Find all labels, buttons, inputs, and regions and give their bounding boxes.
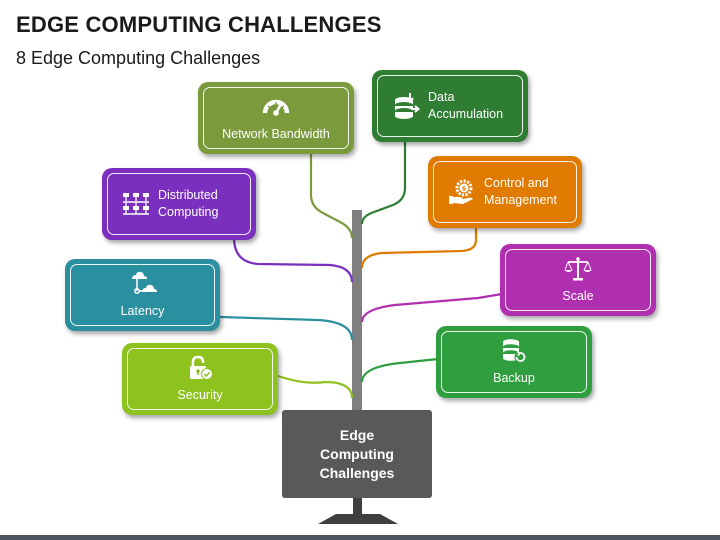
connector-distributed-computing bbox=[232, 237, 354, 283]
connector-security bbox=[277, 374, 354, 399]
card-network-bandwidth[interactable]: Network Bandwidth bbox=[198, 82, 354, 154]
card-label: Scale bbox=[562, 289, 594, 303]
card-label-line2: Accumulation bbox=[428, 107, 504, 121]
tree-stand-post bbox=[353, 497, 362, 517]
card-label-line1: Control and bbox=[484, 176, 549, 190]
connector-scale bbox=[360, 292, 503, 323]
network-servers-icon bbox=[123, 193, 149, 215]
connector-backup bbox=[360, 357, 439, 383]
center-label-line3: Challenges bbox=[319, 464, 395, 481]
card-latency[interactable]: Latency bbox=[65, 259, 220, 331]
tree-stand-base bbox=[318, 514, 398, 524]
card-label-line1: Data bbox=[428, 90, 455, 104]
connector-latency bbox=[219, 315, 354, 341]
database-upload-icon bbox=[395, 93, 420, 119]
card-label: Latency bbox=[120, 304, 165, 318]
connector-network-bandwidth bbox=[309, 154, 354, 239]
card-control-management[interactable]: $ Control and Management bbox=[428, 156, 582, 228]
card-label-line1: Distributed bbox=[158, 188, 218, 202]
center-box-edge-computing-challenges[interactable]: Edge Computing Challenges bbox=[282, 410, 432, 498]
card-label: Backup bbox=[493, 371, 535, 385]
card-label: Security bbox=[177, 388, 223, 402]
connector-data-accumulation bbox=[360, 142, 407, 225]
page-subtitle: 8 Edge Computing Challenges bbox=[16, 48, 261, 68]
page-title: EDGE COMPUTING CHALLENGES bbox=[16, 12, 382, 37]
svg-text:$: $ bbox=[462, 185, 467, 193]
card-data-accumulation[interactable]: Data Accumulation bbox=[372, 70, 528, 142]
bottom-border-bar bbox=[0, 535, 720, 540]
balance-scale-icon bbox=[564, 257, 592, 281]
card-backup[interactable]: Backup bbox=[436, 326, 592, 398]
card-distributed-computing[interactable]: Distributed Computing bbox=[102, 168, 256, 240]
center-label-line2: Computing bbox=[320, 445, 394, 462]
center-label-line1: Edge bbox=[339, 426, 375, 443]
card-scale[interactable]: Scale bbox=[500, 244, 656, 316]
card-label: Network Bandwidth bbox=[222, 127, 330, 141]
cloud-network-icon bbox=[131, 271, 157, 294]
tree-trunk bbox=[352, 210, 362, 412]
card-security[interactable]: Security bbox=[122, 343, 278, 415]
card-label-line2: Management bbox=[484, 193, 557, 207]
padlock-check-icon bbox=[190, 355, 213, 380]
gauge-icon bbox=[262, 99, 290, 116]
gear-hand-icon: $ bbox=[449, 179, 473, 204]
connector-control-management bbox=[360, 226, 478, 269]
card-label-line2: Computing bbox=[158, 205, 219, 219]
database-refresh-icon bbox=[503, 339, 527, 363]
